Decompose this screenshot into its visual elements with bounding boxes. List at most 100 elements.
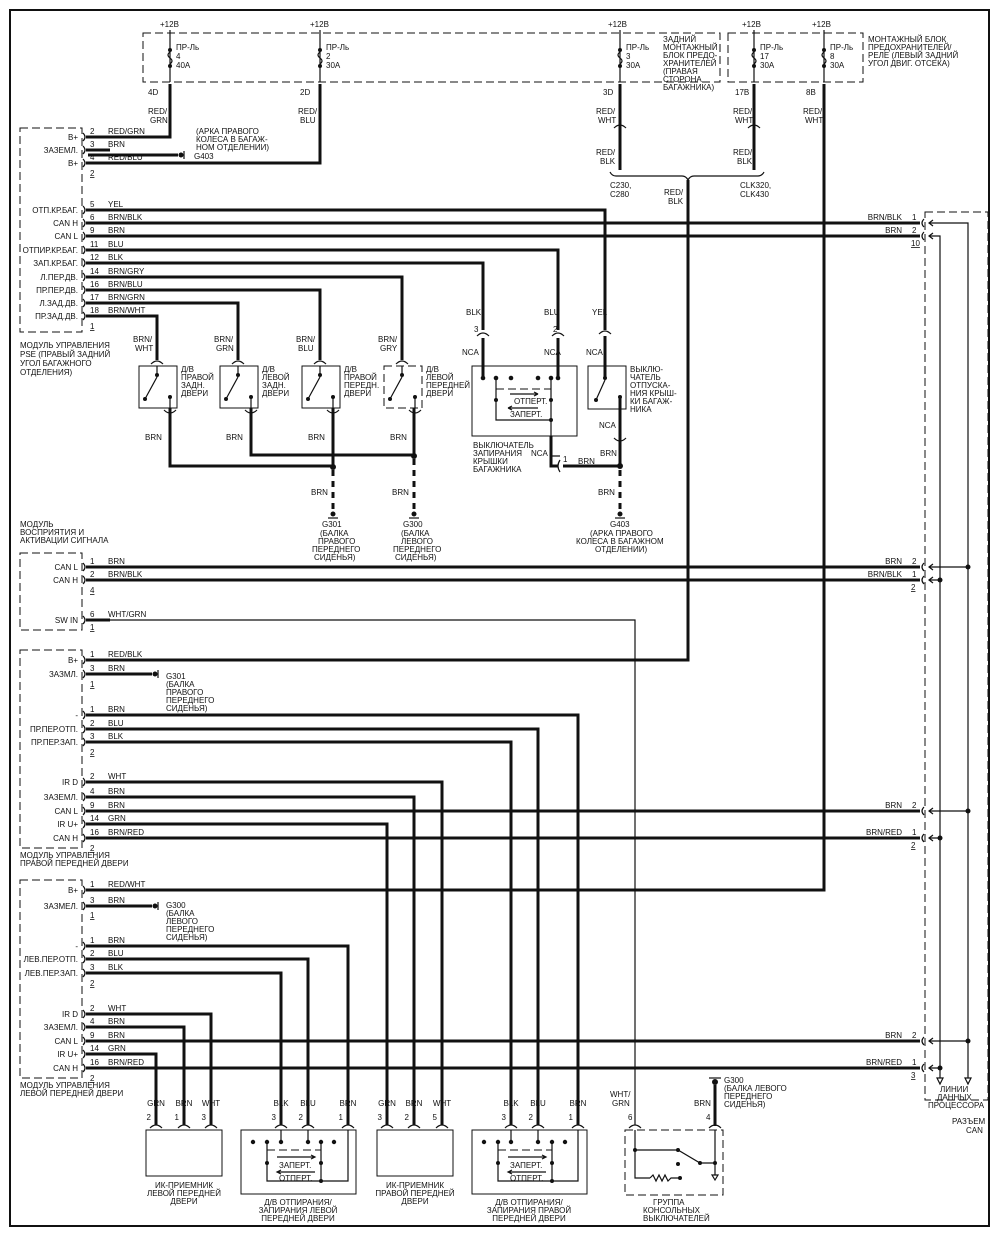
pin-name: ПР.ПЕР.ЗАП. — [31, 738, 78, 747]
component-label: ЛЕВОЙ — [262, 373, 290, 382]
ground-desc: КОЛЕСА В БАГАЖНОМ — [576, 537, 664, 546]
wire-label: BRN — [108, 787, 125, 796]
pin-number: 1 — [90, 650, 95, 659]
label-line: (ПРАВАЯ — [663, 67, 698, 76]
wire-label: RED/BLK — [108, 650, 143, 659]
ground-id: G301 — [322, 520, 342, 529]
nca-label: NCA — [462, 348, 480, 357]
ground-desc: ПЕРЕДНЕГО — [166, 696, 214, 705]
pin-name: CAN L — [54, 563, 78, 572]
fuse-number: 8 — [830, 52, 835, 61]
wire-brn-gry — [88, 275, 404, 360]
pin-name: ЗАЗЕМЛ. — [44, 1023, 78, 1032]
pin-number: 2 — [553, 325, 558, 334]
wire-blu — [88, 248, 560, 330]
label-line: УГОЛ ДВИГ. ОТСЕКА) — [868, 59, 950, 68]
fuse-block-engine — [727, 32, 864, 83]
fuse-rating: 30А — [326, 61, 341, 70]
component-label: ДВЕРИ — [181, 389, 208, 398]
wire-label: RED/GRN — [108, 127, 145, 136]
ground-g403-top: (АРКА ПРАВОГО КОЛЕСА В БАГАЖ- НОМ ОТДЕЛЕ… — [88, 127, 269, 161]
component-label: ВЫКЛЮЧАТЕЛЬ — [473, 441, 534, 450]
component-label: КИ БАГАЖ- — [630, 397, 673, 406]
wire-label: GRN — [216, 344, 234, 353]
trunk-release-switch: YEL NCA ВЫКЛЮ- ЧАТЕЛЬ ОТПУСКА- НИЯ КРЫШ-… — [586, 308, 677, 519]
pin-number: 2 — [912, 801, 917, 810]
label-line: РЕЛЕ (ЛЕВЫЙ ЗАДНИЙ — [868, 51, 959, 60]
ground-desc: КОЛЕСА В БАГАЖ- — [196, 135, 268, 144]
component-label: ПРАВОЙ — [181, 373, 214, 382]
fuse-8: +12В ПР-Ль 8 30А 8B RED/ WHT — [803, 20, 853, 125]
connector-id: 3 — [911, 1071, 916, 1080]
wire-label: BRN — [406, 1099, 423, 1108]
pin-number: 2 — [90, 949, 95, 958]
module-title: ВОСПРИЯТИЯ И — [20, 528, 84, 537]
wire-label: RED/ — [148, 107, 168, 116]
ground-desc: СИДЕНЬЯ) — [314, 553, 356, 562]
console-switch-group: WHT/ GRN 6 BRN 4 G300 (БАЛКА ЛЕВОГО ПЕРЕ… — [610, 1076, 787, 1223]
pin-number: 4 — [706, 1113, 711, 1122]
component-label: БАГАЖНИКА — [473, 465, 522, 474]
label-line: СТОРОНА — [663, 75, 702, 84]
fuse-label: ПР-Ль — [760, 43, 783, 52]
pin-number: 1 — [912, 828, 917, 837]
wire-label: RED/ — [298, 107, 318, 116]
ground-desc: ПРАВОГО — [318, 537, 355, 546]
variant-label: C280 — [610, 190, 630, 199]
fuse-4: +12В ПР-Ль 4 40А 4D RED/ GRN — [148, 20, 199, 125]
wire-label: BRN — [108, 664, 125, 673]
pin-name: ЗАП.КР.БАГ. — [33, 259, 78, 268]
ground-id: G403 — [610, 520, 630, 529]
component-label: ВЫКЛЮЧАТЕЛЕЙ — [643, 1214, 710, 1223]
pin-number: 3 — [90, 963, 95, 972]
pin-number: 2 — [90, 1004, 95, 1013]
wire-blu-ld — [88, 957, 310, 1125]
wire-label: BLU — [108, 949, 124, 958]
component-label: ДВЕРИ — [426, 389, 453, 398]
wire-label: BRN — [308, 433, 325, 442]
pin-name: CAN L — [54, 232, 78, 241]
fuse-label: ПР-Ль — [176, 43, 199, 52]
signal-module: МОДУЛЬ ВОСПРИЯТИЯ И АКТИВАЦИИ СИГНАЛА CA… — [19, 520, 146, 632]
wire-label: WHT — [735, 116, 753, 125]
wire-label: BRN/BLK — [868, 213, 903, 222]
module-title: ОТДЕЛЕНИЯ) — [20, 368, 72, 377]
pin-number: 1 — [912, 1058, 917, 1067]
component-label: ВЫКЛЮ- — [630, 365, 663, 374]
variant-label: C230, — [610, 181, 631, 190]
pin-number: 3 — [378, 1113, 383, 1122]
ground-desc: (БАЛКА — [166, 909, 195, 918]
fuse-supply: +12В — [742, 20, 761, 29]
can-inner-label: ПРОЦЕССОРА — [928, 1101, 985, 1110]
pin-name: ОТП.КР.БАГ. — [32, 206, 78, 215]
wire-label: RED/ — [803, 107, 823, 116]
component-label: Д/В ОТПИРАНИЯ/ — [495, 1198, 563, 1207]
wire-brn-rd-minus — [88, 713, 580, 1125]
variant-brace — [609, 171, 765, 182]
component-label: ПЕРЕДНЕЙ ДВЕРИ — [492, 1214, 566, 1223]
wire-label: BRN — [108, 705, 125, 714]
label-line: ЗАДНИЙ — [663, 35, 696, 44]
component-label: ЗАПИРАНИЯ ЛЕВОЙ — [259, 1206, 338, 1215]
wire-label: BRN/RED — [866, 828, 902, 837]
pin-name: ЛЕВ.ПЕР.ОТП. — [24, 955, 78, 964]
wire-label: BRN/BLK — [108, 213, 143, 222]
component-label: ПЕРЕДНЕЙ — [426, 381, 470, 390]
pin-number: 9 — [90, 801, 95, 810]
wire-label: BRN — [108, 1031, 125, 1040]
component-label: НИЯ КРЫШ- — [630, 389, 677, 398]
pin-name: B+ — [68, 656, 78, 665]
wire-label: BRN/BLK — [868, 570, 903, 579]
wire-brn-ld-gnd — [88, 1025, 186, 1125]
